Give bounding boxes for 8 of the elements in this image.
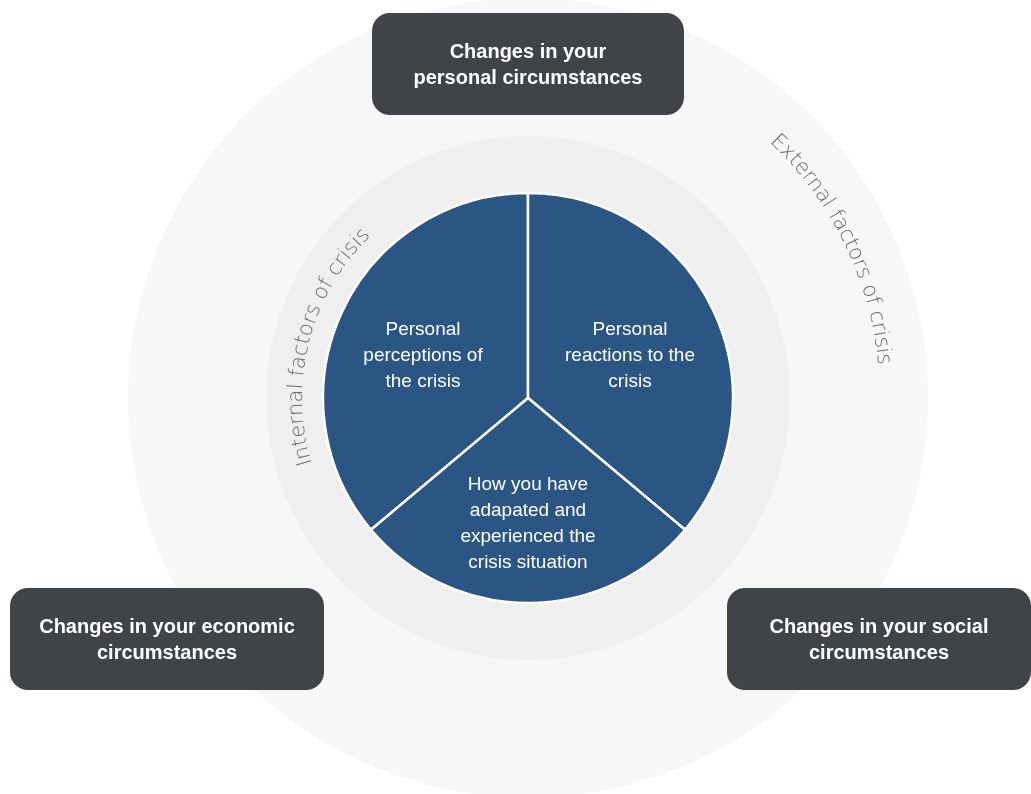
segment-label: How you have adapated and experienced the crisis situation xyxy=(459,472,597,574)
category-box xyxy=(10,588,324,690)
segment-label: Personal reactions to the crisis xyxy=(564,317,696,393)
box-text: Changes in your economic circumstances xyxy=(38,614,296,665)
box-text: Changes in your social circumstances xyxy=(768,614,990,665)
segment-label: Personal perceptions of the crisis xyxy=(362,317,484,393)
box-text: Changes in your personal circumstances xyxy=(412,39,644,90)
category-box xyxy=(727,588,1031,690)
